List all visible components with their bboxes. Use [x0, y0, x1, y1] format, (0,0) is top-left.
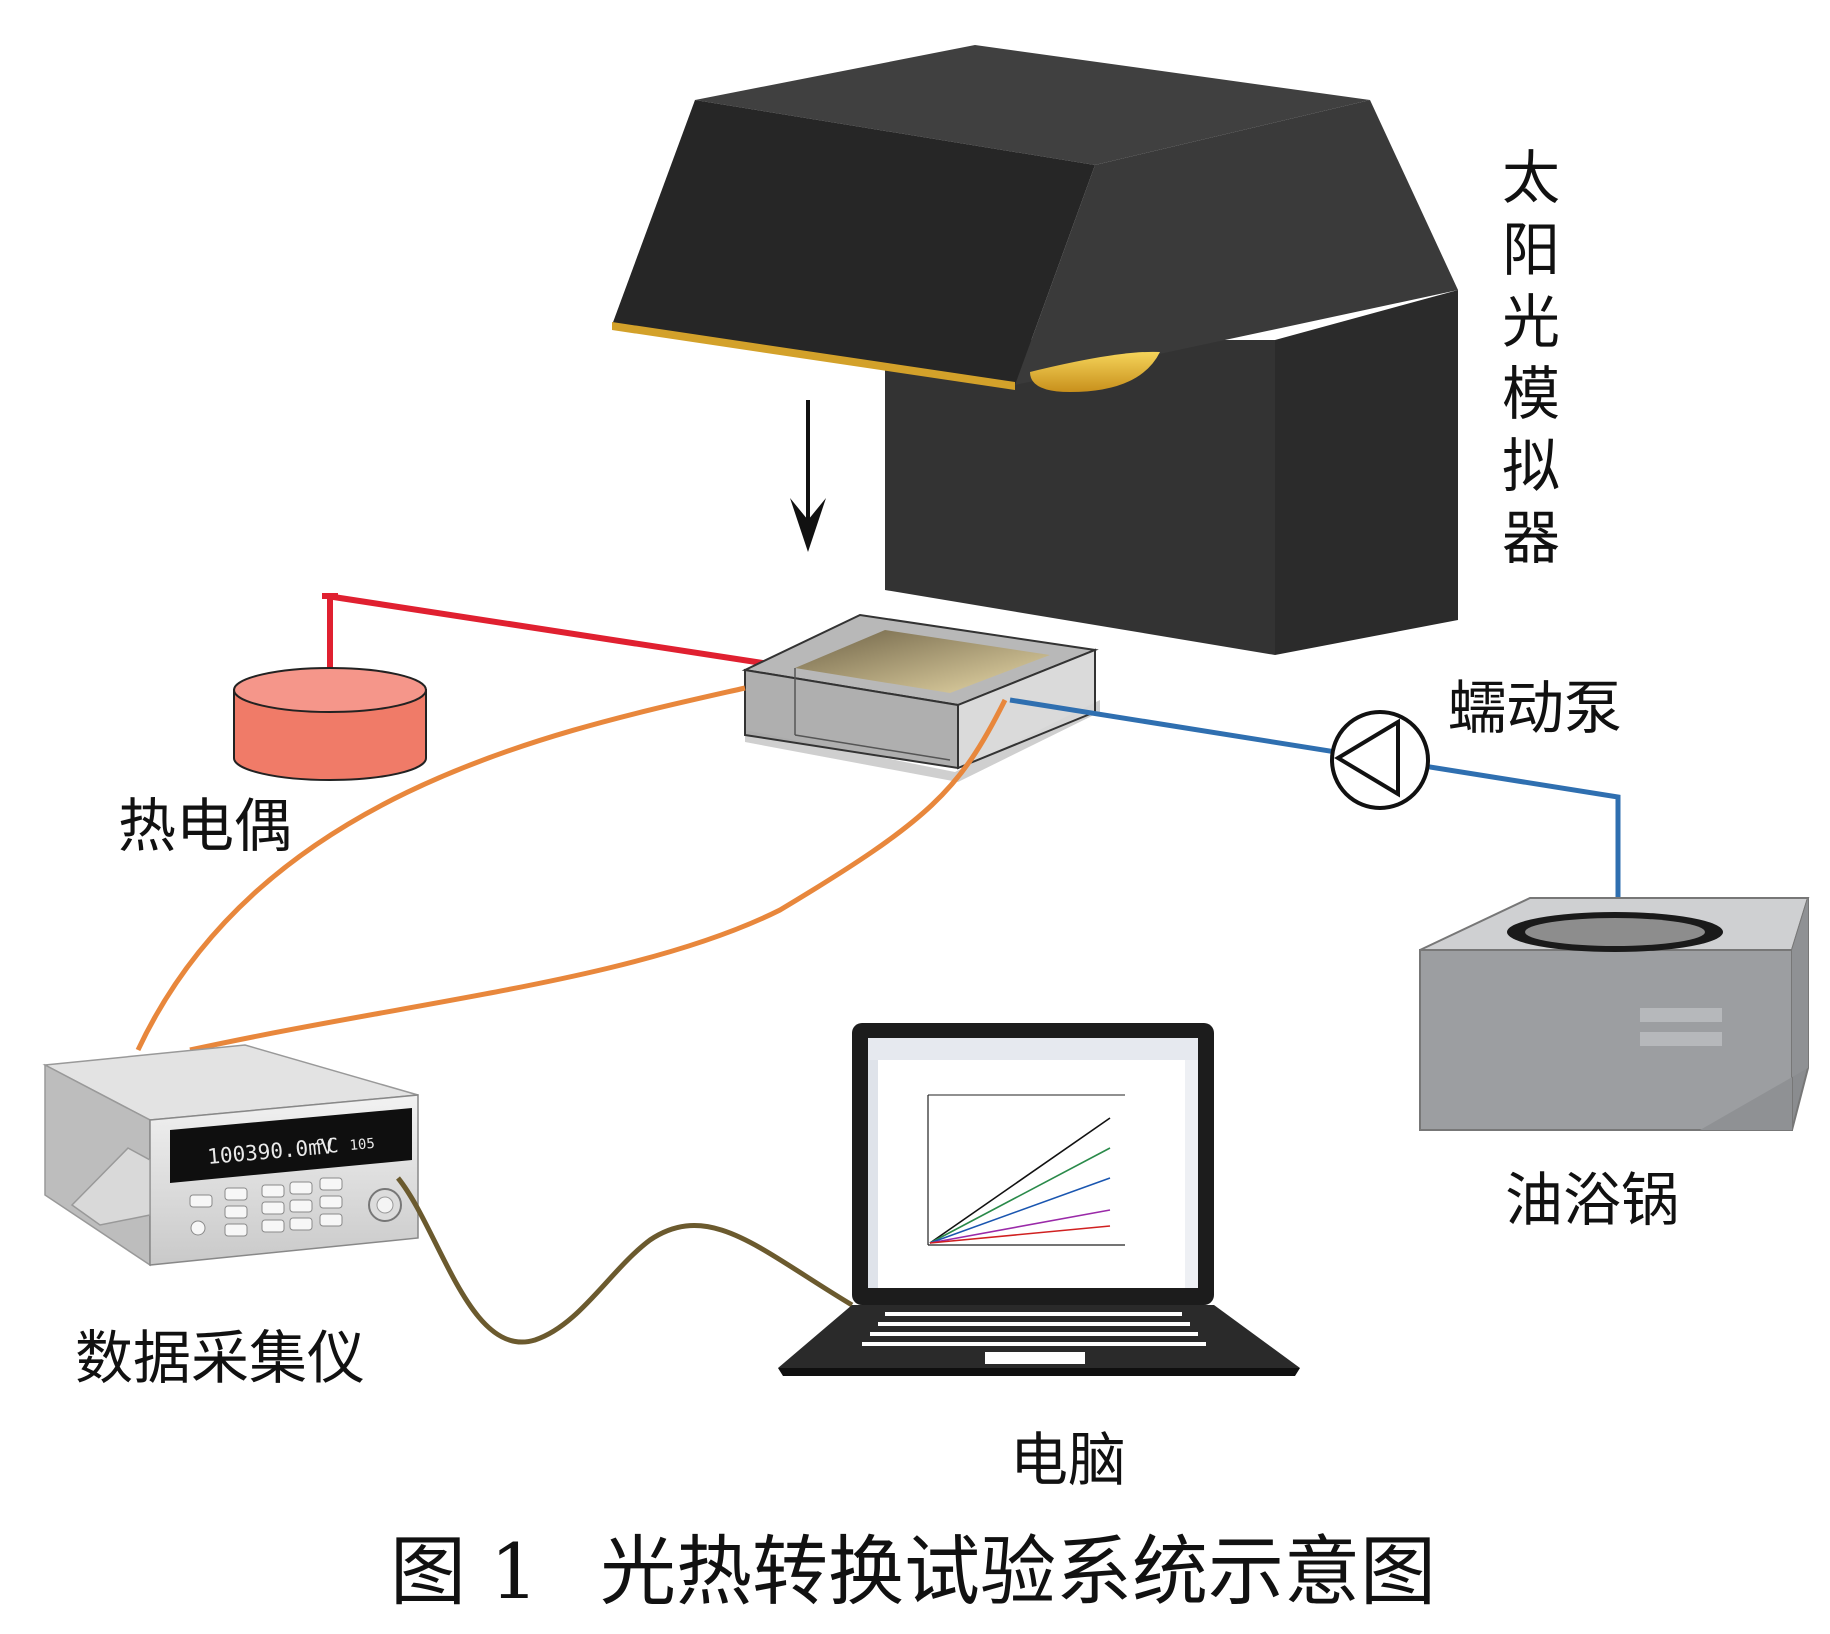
screen-chart [927, 1094, 1125, 1246]
thermocouple-top [233, 667, 427, 713]
peristaltic-pump [1330, 710, 1430, 810]
figure-title: 光热转换试验系统示意图 [600, 1527, 1436, 1616]
screen-chart-line-4 [929, 1209, 1111, 1244]
thermocouple-label: 热电偶 [118, 792, 292, 860]
laptop-screen [868, 1038, 1198, 1288]
screen-chart-line-3 [929, 1177, 1111, 1244]
oil-bath-vent-2 [1640, 1032, 1722, 1046]
logger-keypad [189, 1177, 343, 1237]
oil-bath-opening [1525, 918, 1705, 946]
screen-chart-line-1 [929, 1117, 1111, 1244]
pump-circle [1330, 710, 1430, 810]
laptop-computer [778, 1023, 1300, 1376]
solar-simulator [612, 45, 1458, 655]
logger-display-unit: °C [313, 1133, 339, 1159]
logger-handle [70, 1147, 151, 1226]
screen-chart-line-2 [929, 1147, 1111, 1244]
logger-display-channel: 105 [349, 1136, 376, 1154]
oil-bath-vent-1 [1640, 1008, 1722, 1022]
oil-bath [1419, 897, 1810, 1131]
simulator-head-right [1015, 100, 1458, 385]
usb-cable [396, 1176, 854, 1345]
light-direction-arrow [790, 400, 826, 552]
flow-pipe [1009, 697, 1621, 940]
simulator-label: 太 阳 光 模 拟 器 [1502, 144, 1578, 572]
screen-chart-line-5 [929, 1225, 1111, 1244]
thermocouple [233, 593, 796, 781]
thermocouple-body [233, 689, 427, 781]
simulator-head-top [695, 45, 1370, 165]
simulator-column-side [1275, 290, 1458, 655]
pump-triangle [1334, 718, 1400, 798]
simulator-lens [1030, 351, 1160, 392]
laptop-touchpad [985, 1352, 1085, 1364]
thermocouple-wire [326, 593, 796, 671]
simulator-head-front [612, 100, 1095, 385]
figure-number: 图 1 [390, 1527, 539, 1616]
sample-box-shadow [745, 700, 1100, 782]
data-logger: 100390.0mV °C 105 [42, 1044, 419, 1267]
laptop-keyboard [862, 1312, 1206, 1346]
signal-wire-2 [189, 698, 1008, 1053]
pump-label: 蠕动泵 [1448, 674, 1622, 742]
simulator-column-front [885, 340, 1275, 655]
logger-display [170, 1108, 412, 1183]
laptop-base [778, 1305, 1300, 1368]
oil-bath-label: 油浴锅 [1505, 1166, 1679, 1234]
simulator-rim [612, 322, 1015, 390]
computer-label: 电脑 [1010, 1426, 1126, 1494]
sample-container [741, 613, 1100, 782]
laptop-front-edge [778, 1368, 1300, 1376]
sample-material [795, 630, 1050, 693]
signal-wire-1 [135, 685, 746, 1052]
oil-bath-front [1419, 949, 1793, 1131]
data-logger-label: 数据采集仪 [75, 1324, 365, 1392]
